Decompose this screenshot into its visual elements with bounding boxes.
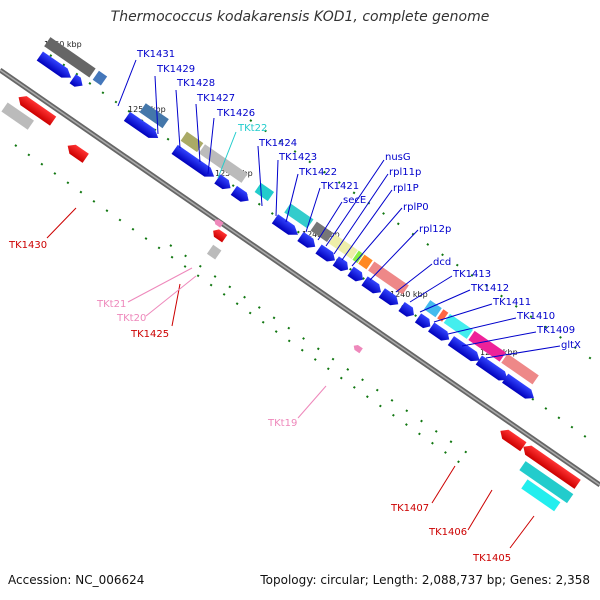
gene-labels: TK1431 TK1429 TK1428 TK1427 TK1426 TKt22… — [8, 49, 581, 564]
gene-feature — [254, 182, 275, 202]
genome-summary: Topology: circular; Length: 2,088,737 bp… — [260, 573, 590, 587]
gene-feature — [358, 254, 373, 270]
gene-feature — [468, 330, 506, 362]
gene-label-tk1431: TK1431 — [136, 49, 175, 60]
gene-label-tk1426: TK1426 — [216, 108, 255, 119]
gene-label-tk1425: TK1425 — [130, 329, 169, 340]
gene-feature — [521, 479, 561, 512]
gene-label-tkt21: TKt21 — [96, 299, 126, 310]
gene-feature — [519, 461, 574, 504]
gene-arrow — [502, 373, 534, 399]
gene-arrow — [500, 429, 527, 452]
gene-label-sece: secE — [343, 195, 366, 206]
gene-arrow — [67, 144, 89, 163]
gene-arrow — [398, 301, 414, 317]
gene-label-tk1421: TK1421 — [320, 181, 359, 192]
gene-label-rpl11p: rpl11p — [389, 167, 421, 178]
gene-label-tk1429: TK1429 — [156, 64, 195, 75]
gene-feature — [352, 250, 364, 264]
map-title: Thermococcus kodakarensis KOD1, complete… — [110, 9, 490, 25]
gene-arrow — [18, 96, 57, 126]
gene-label-tk1411: TK1411 — [492, 297, 531, 308]
gene-label-dcd: dcd — [433, 257, 451, 268]
gene-label-gltx: gltX — [561, 340, 581, 351]
gene-feature — [180, 131, 204, 153]
gene-label-tkt20: TKt20 — [116, 313, 146, 324]
gene-label-rpl12p: rpl12p — [419, 224, 451, 235]
accession-label: Accession: NC_006624 — [8, 573, 145, 587]
gene-arrow — [347, 266, 363, 282]
gene-label-tk1427: TK1427 — [196, 93, 235, 104]
kbp-tick-1240: 1240 kbp — [390, 290, 428, 299]
gene-label-tk1407: TK1407 — [390, 503, 429, 514]
gene-arrow — [315, 244, 335, 262]
gene-arrow — [332, 256, 349, 272]
gene-label-tk1406: TK1406 — [428, 527, 467, 538]
gene-label-tk1430: TK1430 — [8, 240, 47, 251]
gene-label-tkt22: TKt22 — [237, 123, 267, 134]
gene-label-tk1410: TK1410 — [516, 311, 555, 322]
gene-feature — [437, 309, 449, 322]
outer-tick-track — [14, 54, 600, 471]
gene-label-tk1422: TK1422 — [298, 167, 337, 178]
forward-strand-genes — [36, 37, 539, 399]
gene-arrow — [353, 344, 363, 354]
gene-feature — [328, 234, 358, 260]
gene-arrow — [123, 111, 159, 138]
gene-label-tk1405: TK1405 — [472, 553, 511, 564]
gene-feature — [423, 300, 442, 318]
gene-feature — [284, 203, 314, 229]
gene-arrow — [475, 355, 508, 381]
gene-arrow — [523, 445, 581, 489]
gene-arrow — [361, 276, 382, 294]
gene-label-tkt19: TKt19 — [267, 418, 297, 429]
gene-arrow — [69, 74, 83, 87]
gene-arrow — [271, 214, 298, 235]
gene-arrow — [428, 322, 450, 341]
gene-arrow — [447, 336, 480, 362]
gene-label-tk1413: TK1413 — [452, 269, 491, 280]
gene-label-rpl1p: rpl1P — [393, 183, 419, 194]
label-leaders — [46, 59, 561, 549]
gene-arrow — [378, 288, 399, 306]
gene-arrow — [230, 185, 249, 202]
gene-feature — [44, 37, 96, 78]
gene-label-tk1428: TK1428 — [176, 78, 215, 89]
gene-arrow — [36, 51, 72, 78]
gene-arrow — [297, 231, 316, 248]
gene-feature — [310, 221, 334, 243]
gene-feature — [501, 353, 539, 385]
reverse-strand-genes — [1, 96, 581, 512]
genome-backbone — [0, 67, 600, 488]
gene-label-tk1424: TK1424 — [258, 138, 297, 149]
gene-feature — [1, 102, 34, 130]
gene-arrow — [414, 313, 431, 329]
gene-label-rplp0: rplP0 — [403, 202, 429, 213]
gene-feature — [139, 103, 169, 129]
gene-feature — [206, 244, 222, 260]
gene-feature — [443, 313, 474, 339]
gene-label-tk1409: TK1409 — [536, 325, 575, 336]
gene-label-tk1412: TK1412 — [470, 283, 509, 294]
gene-feature — [368, 261, 409, 295]
gene-arrow — [214, 219, 224, 228]
gene-arrow — [171, 144, 215, 177]
kbp-tick-1260: 1260 kbp — [44, 40, 82, 49]
gene-label-tk1423: TK1423 — [278, 152, 317, 163]
gene-label-nusg: nusG — [385, 152, 411, 163]
gene-feature — [92, 70, 108, 86]
gene-arrow — [213, 229, 228, 243]
